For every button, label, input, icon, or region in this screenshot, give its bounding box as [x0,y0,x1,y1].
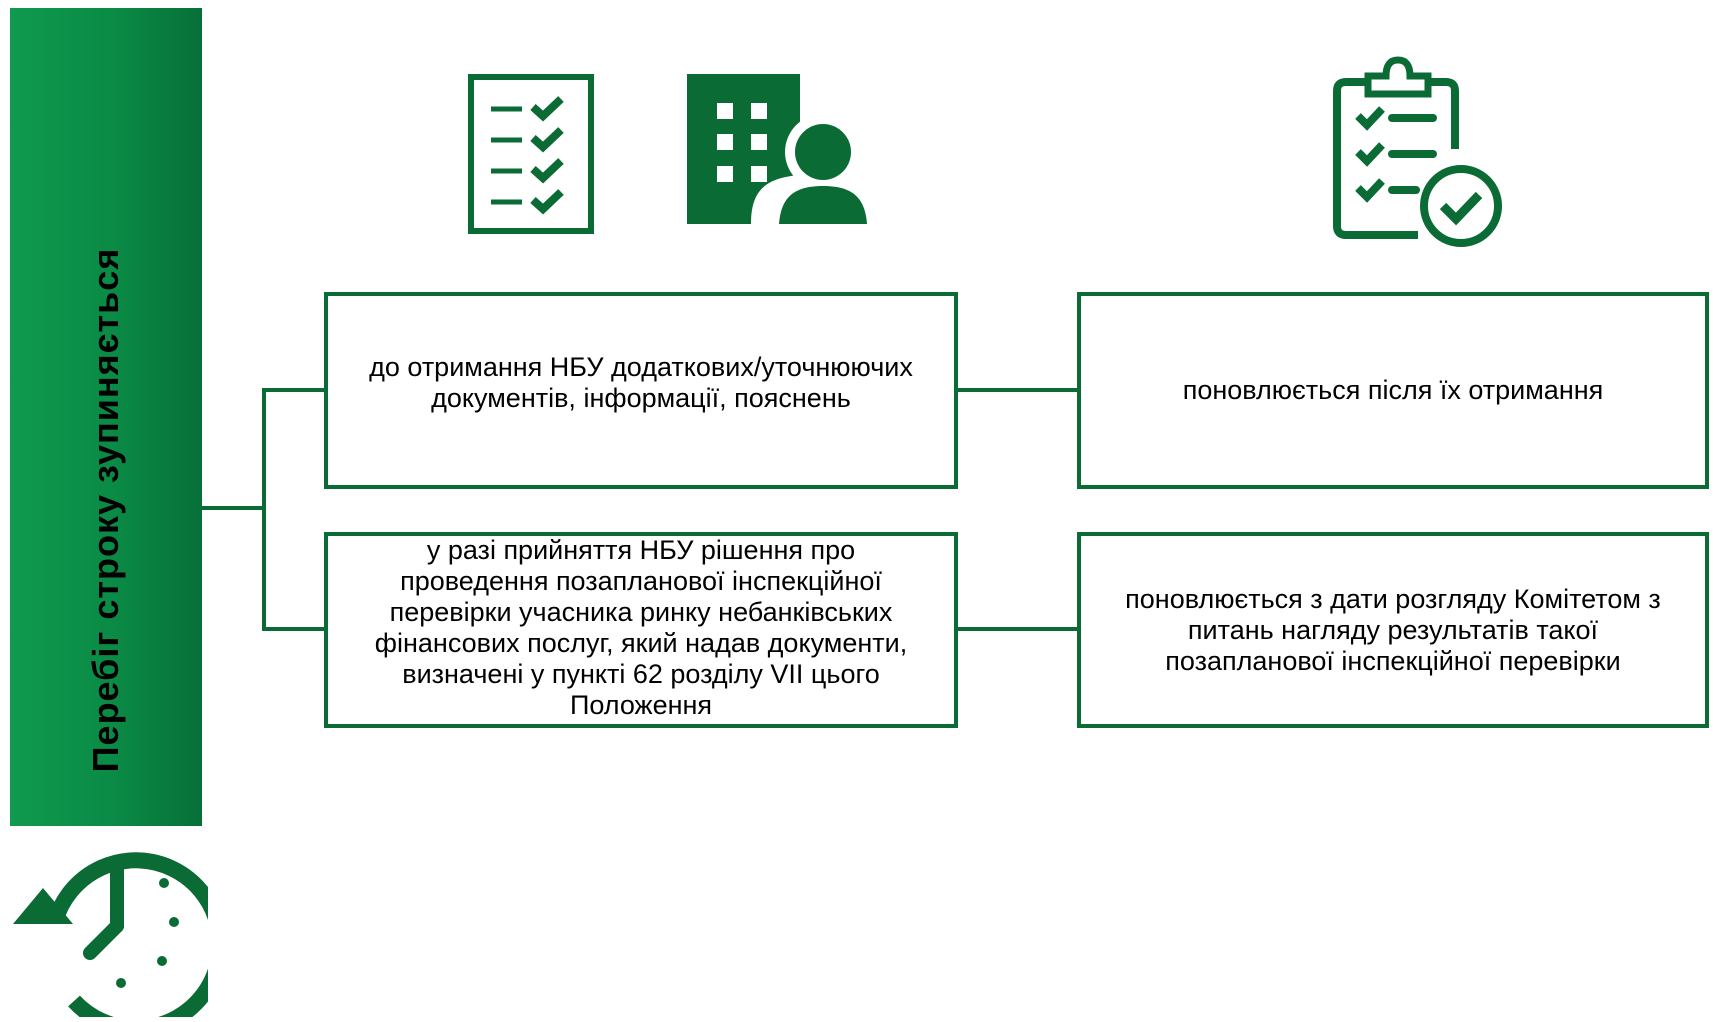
clipboard-check-icon [1328,54,1514,250]
result-box-1: поновлюється після їх отримання [1077,292,1709,489]
condition-2-line-2: проведення позапланової інспекційної [400,566,882,596]
condition-2-line-4: фінансових послуг, який надав документи, [374,628,908,658]
condition-2-line-5: визначені у пункті 62 розділу VII цього [402,659,880,689]
checklist-icon [468,74,594,234]
result-1-line-1: поновлюється після їх отримання [1182,375,1604,405]
condition-2-line-1: у разі прийняття НБУ рішення про [426,535,856,565]
condition-1-line-1: до отримання НБУ додаткових/уточнюючих [369,351,913,382]
result-2-line-2: питань нагляду результатів такої [1187,614,1599,645]
result-box-2: поновлюється з дати розгляду Комітетом з… [1077,532,1709,728]
sidebar-panel [10,8,202,826]
condition-2-line-3: перевірки учасника ринку небанківських [389,597,893,627]
condition-2-line-6: Положення [569,690,713,720]
building-person-icon [687,74,872,224]
result-2-line-1: поновлюється з дати розгляду Комітетом з [1125,583,1661,614]
condition-box-1: до отримання НБУ додаткових/уточнюючих д… [324,292,958,489]
condition-box-2: у разі прийняття НБУ рішення про проведе… [324,532,958,728]
condition-1-line-2: документів, інформації, пояснень [431,382,851,413]
result-2-line-3: позапланової інспекційної перевірки [1165,645,1621,676]
